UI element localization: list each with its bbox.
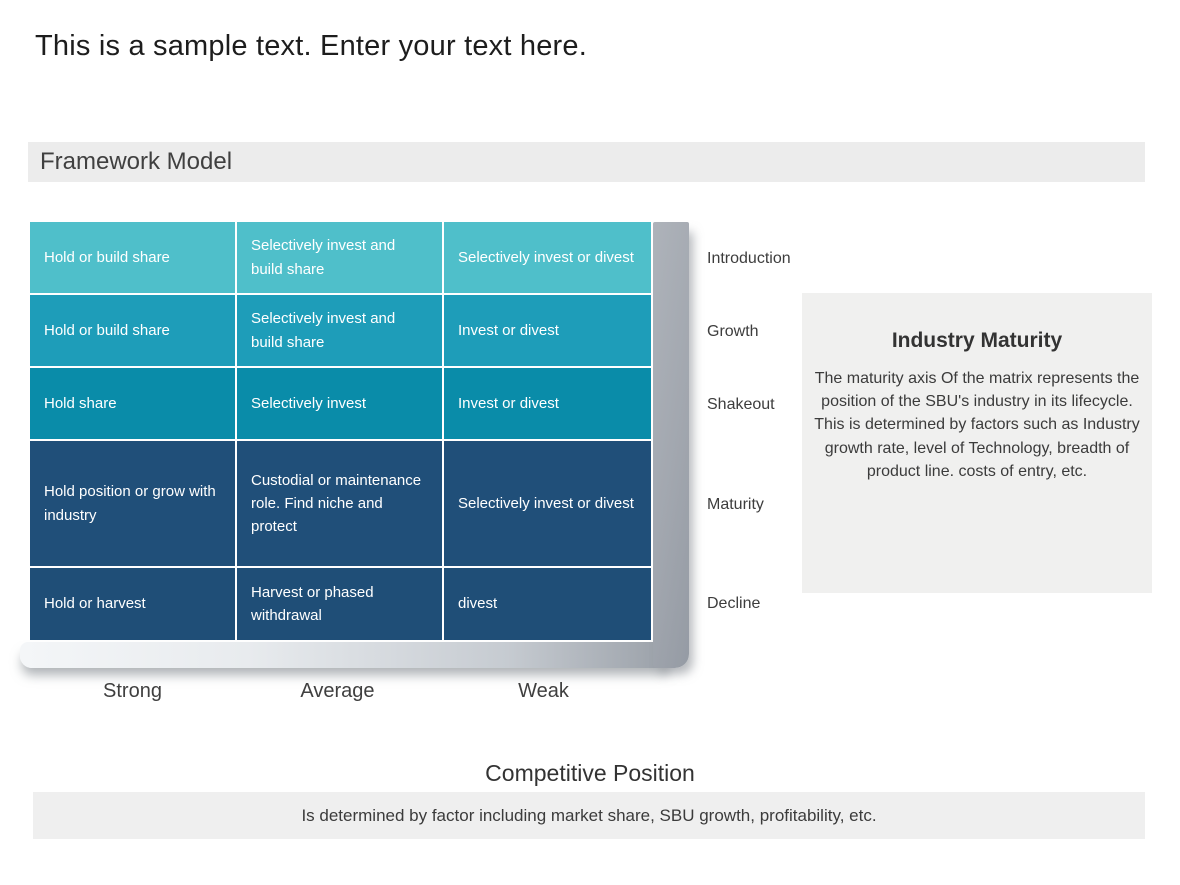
matrix-cell: Invest or divest [444, 368, 651, 439]
page-title: This is a sample text. Enter your text h… [35, 30, 587, 62]
axis-label-decline: Decline [707, 595, 761, 612]
matrix-cell: Hold or build share [30, 295, 235, 366]
matrix-cell: Selectively invest and build share [237, 222, 442, 293]
maturity-axis-labels: Introduction Growth Shakeout Maturity De… [707, 222, 817, 640]
competitive-position-title: Competitive Position [485, 760, 695, 786]
competitive-position-description: Is determined by factor including market… [301, 805, 877, 825]
axis-label-shakeout: Shakeout [707, 395, 775, 413]
competitive-position-labels: Strong Average Weak [30, 680, 651, 703]
industry-maturity-panel: Industry Maturity The maturity axis Of t… [802, 293, 1152, 593]
industry-maturity-title: Industry Maturity [891, 329, 1063, 352]
strategy-matrix: Hold or build share Selectively invest a… [30, 222, 653, 640]
column-label-strong: Strong [103, 680, 162, 702]
column-label-weak: Weak [518, 680, 569, 702]
matrix-cell: Hold position or grow with industry [30, 441, 235, 566]
column-label-average: Average [300, 680, 375, 702]
axis-label-growth: Growth [707, 322, 759, 340]
matrix-cell: Custodial or maintenance role. Find nich… [237, 441, 442, 566]
axis-label-introduction: Introduction [707, 249, 791, 267]
page-side-edge [653, 222, 689, 668]
page-bottom-edge [20, 642, 670, 668]
matrix-cell: Selectively invest and build share [237, 295, 442, 366]
section-header-label: Framework Model [40, 148, 233, 175]
industry-maturity-body: The maturity axis Of the matrix represen… [814, 370, 1140, 480]
matrix-cell: Selectively invest or divest [444, 441, 651, 566]
matrix-cell: Invest or divest [444, 295, 651, 366]
section-header-bar: Framework Model [28, 142, 1145, 182]
matrix-cell: Hold or build share [30, 222, 235, 293]
axis-label-maturity: Maturity [707, 495, 764, 513]
matrix-cell: Selectively invest or divest [444, 222, 651, 293]
matrix-cell: Hold share [30, 368, 235, 439]
competitive-position-bar: Is determined by factor including market… [33, 792, 1145, 839]
matrix-cell: Selectively invest [237, 368, 442, 439]
matrix-page: Hold or build share Selectively invest a… [20, 222, 689, 668]
matrix-cell: Harvest or phased withdrawal [237, 568, 442, 640]
matrix-cell: divest [444, 568, 651, 640]
matrix-cell: Hold or harvest [30, 568, 235, 640]
